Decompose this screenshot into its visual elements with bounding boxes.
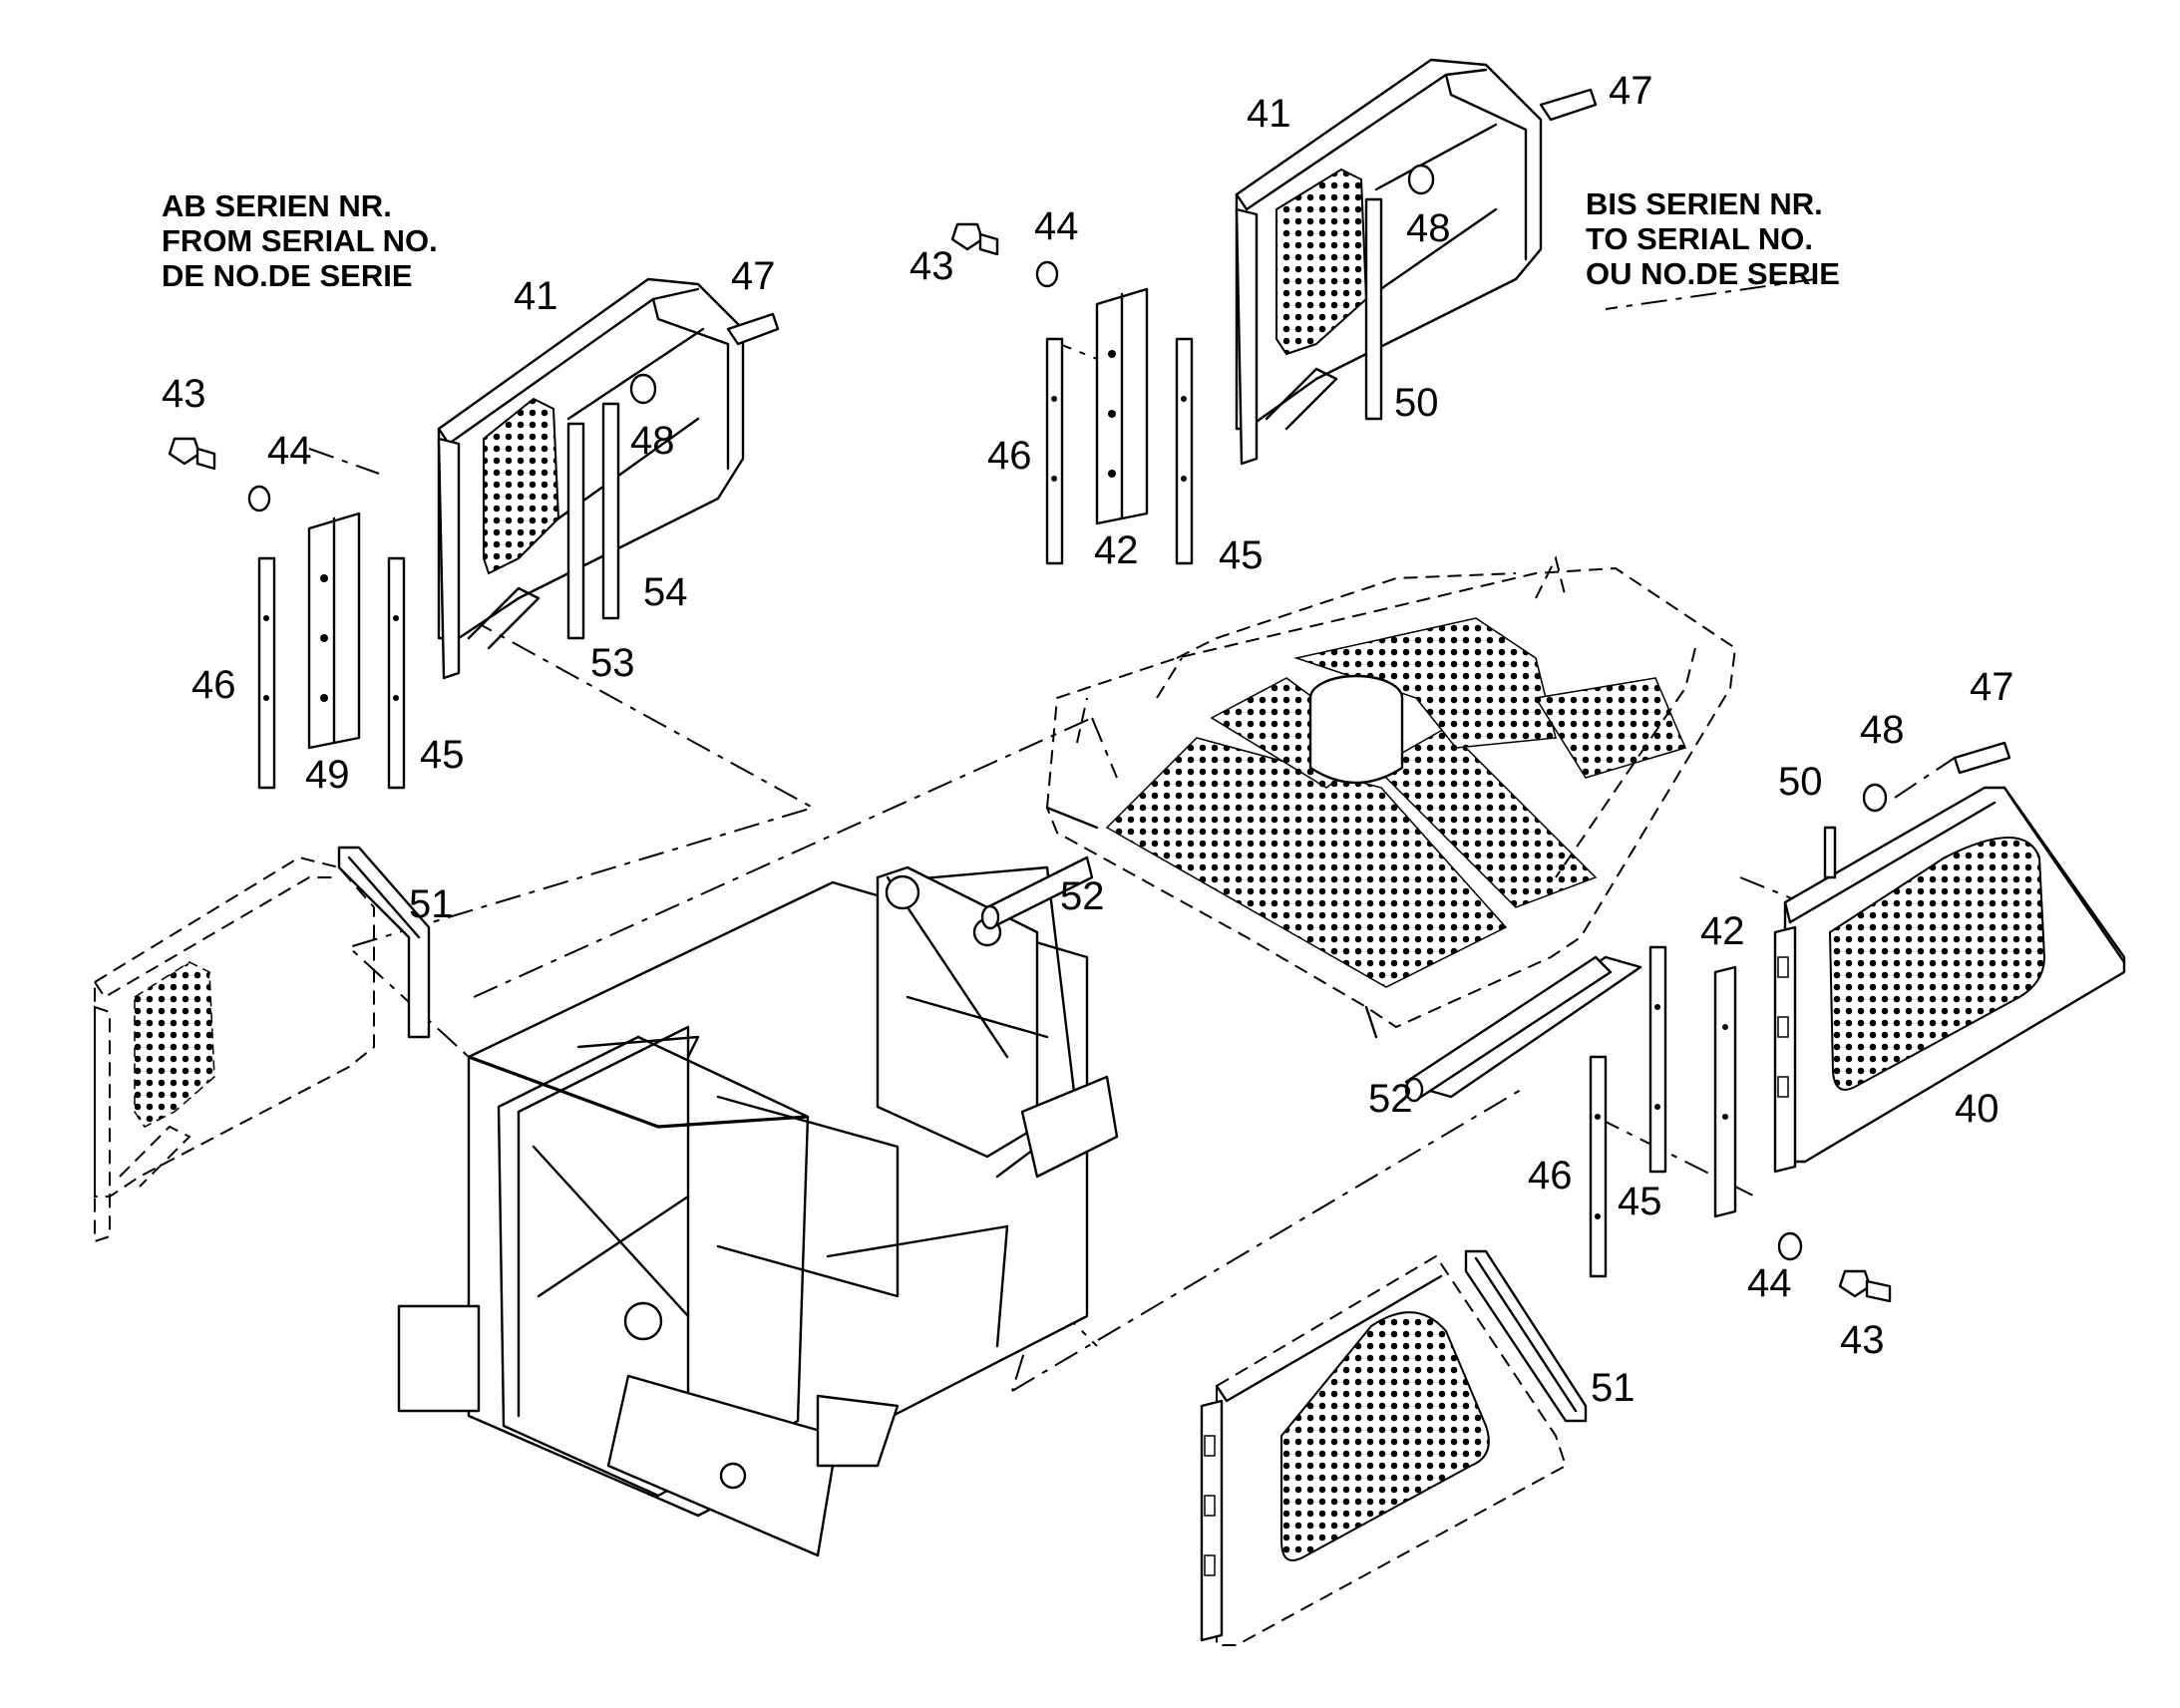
- callout-43: 43: [909, 244, 954, 288]
- left-side-panel: [94, 846, 431, 1243]
- callout-46: 46: [191, 663, 236, 707]
- serial-from-line-2: FROM SERIAL NO.: [162, 223, 438, 258]
- callout-43: 43: [1840, 1318, 1885, 1362]
- left-hood-assembly: [437, 277, 745, 680]
- serial-from-line-1: AB SERIEN NR.: [162, 188, 392, 223]
- serial-to-line-2: TO SERIAL NO.: [1586, 221, 1813, 256]
- callout-47: 47: [1609, 69, 1653, 113]
- serial-from-line-3: DE NO.DE SERIE: [162, 258, 413, 293]
- left-hinges: [257, 402, 620, 790]
- callout-44: 44: [267, 429, 312, 473]
- callout-41: 41: [1247, 92, 1291, 136]
- callout-48: 48: [630, 419, 675, 463]
- floor-plate: [1045, 555, 1737, 1099]
- callout-50: 50: [1778, 760, 1823, 804]
- callout-43: 43: [162, 372, 206, 416]
- top-hood-assembly: [1235, 58, 1543, 466]
- callout-51: 51: [1591, 1366, 1635, 1410]
- serial-note-from: AB SERIEN NR. FROM SERIAL NO. DE NO.DE S…: [162, 188, 438, 293]
- callout-52: 52: [1368, 1077, 1413, 1121]
- callout-54: 54: [643, 570, 688, 614]
- callout-47: 47: [731, 254, 776, 298]
- callout-45: 45: [1219, 533, 1264, 577]
- serial-to-line-3: OU NO.DE SERIE: [1586, 256, 1840, 291]
- callout-49: 49: [305, 753, 350, 797]
- serial-to-line-1: BIS SERIEN NR.: [1586, 186, 1823, 221]
- callouts-left-group: 41 47 43 44 48 46 54 53 49 45: [162, 254, 776, 797]
- top-hinges: [1045, 197, 1383, 565]
- seal-strip-lower: [1404, 955, 1613, 1103]
- right-hinges: [1589, 826, 1837, 1278]
- callout-46: 46: [987, 434, 1032, 478]
- left-bolts: [168, 312, 780, 512]
- right-bolts: [1777, 741, 2011, 1303]
- callout-46: 46: [1528, 1154, 1573, 1197]
- callout-48: 48: [1860, 708, 1905, 752]
- callout-44: 44: [1034, 204, 1079, 248]
- callout-51: 51: [409, 882, 454, 926]
- callout-50: 50: [1394, 381, 1439, 425]
- top-bolts: [950, 88, 1598, 288]
- right-side-panel: [1773, 786, 2126, 1174]
- callout-40: 40: [1955, 1087, 1999, 1131]
- callout-45: 45: [420, 733, 465, 777]
- callouts-right-group: 47 48 50 42 40 46 45 44 43: [1528, 665, 2014, 1362]
- callouts-top-group: 41 47 44 43 48 50 46 42 45: [909, 69, 1653, 577]
- callout-47: 47: [1970, 665, 2014, 709]
- callout-42: 42: [1700, 909, 1745, 953]
- callout-42: 42: [1094, 528, 1139, 572]
- callouts-bottom-panel: 51: [1591, 1366, 1635, 1410]
- callouts-left-panel: 51: [409, 882, 454, 926]
- seal-strip-upper: [980, 855, 1094, 930]
- front-bracket: [397, 1304, 481, 1413]
- callout-45: 45: [1618, 1180, 1662, 1223]
- serial-note-to: BIS SERIEN NR. TO SERIAL NO. OU NO.DE SE…: [1586, 186, 1840, 291]
- callout-41: 41: [514, 274, 558, 318]
- callout-53: 53: [590, 641, 635, 685]
- callouts-center: 52 52: [1060, 874, 1413, 1121]
- callout-44: 44: [1747, 1261, 1792, 1305]
- callout-52: 52: [1060, 874, 1105, 918]
- main-frame: [397, 865, 1119, 1557]
- callout-48: 48: [1406, 206, 1451, 250]
- bottom-side-panel: [1200, 1249, 1588, 1646]
